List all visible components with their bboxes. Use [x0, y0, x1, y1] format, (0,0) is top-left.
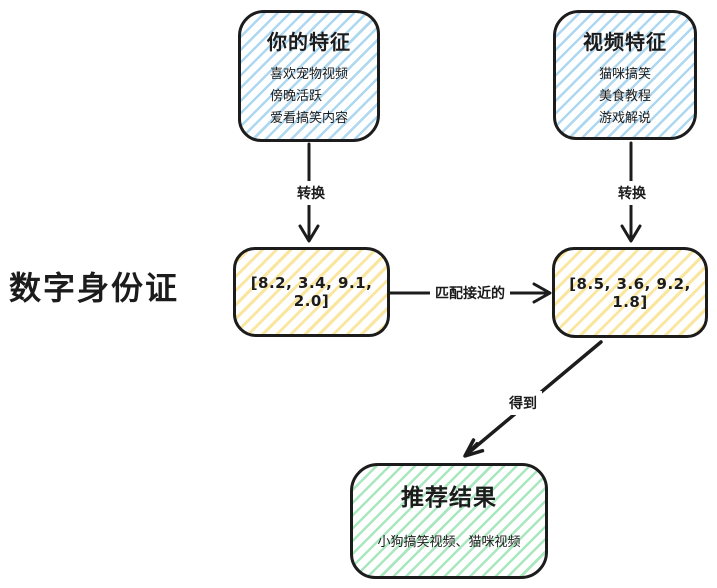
edge-label-video-convert: 转换: [613, 181, 651, 205]
video-feature-item: 猫咪搞笑: [598, 67, 651, 82]
video-feature-item: 美食教程: [598, 89, 651, 104]
video-features-title: 视频特征: [583, 30, 667, 54]
user-features-items: 喜欢宠物视频 傍晚活跃 爱看搞笑内容: [270, 64, 348, 130]
video-features-node: 视频特征 猫咪搞笑 美食教程 游戏解说: [553, 10, 697, 140]
edge-label-obtain: 得到: [504, 391, 542, 415]
result-node: 推荐结果 小狗搞笑视频、猫咪视频: [350, 463, 548, 579]
user-vector-value: [8.2, 3.4, 9.1, 2.0]: [250, 274, 373, 310]
video-vector-value: [8.5, 3.6, 9.2, 1.8]: [569, 274, 691, 311]
video-feature-item: 游戏解说: [598, 111, 651, 126]
user-feature-item: 傍晚活跃: [269, 89, 322, 104]
edge-label-user-convert: 转换: [292, 181, 330, 205]
edge-label-match: 匹配接近的: [430, 281, 510, 305]
digital-id-label: 数字身份证: [9, 269, 180, 307]
user-feature-item: 爱看搞笑内容: [269, 111, 348, 126]
user-vector-node: [8.2, 3.4, 9.1, 2.0]: [233, 247, 390, 337]
video-vector-node: [8.5, 3.6, 9.2, 1.8]: [552, 247, 708, 338]
video-features-items: 猫咪搞笑 美食教程 游戏解说: [599, 64, 651, 130]
user-features-node: 你的特征 喜欢宠物视频 傍晚活跃 爱看搞笑内容: [238, 10, 380, 142]
result-subtitle: 小狗搞笑视频、猫咪视频: [377, 535, 521, 550]
user-feature-item: 喜欢宠物视频: [269, 67, 348, 82]
user-features-title: 你的特征: [267, 30, 351, 54]
result-title: 推荐结果: [401, 485, 497, 511]
